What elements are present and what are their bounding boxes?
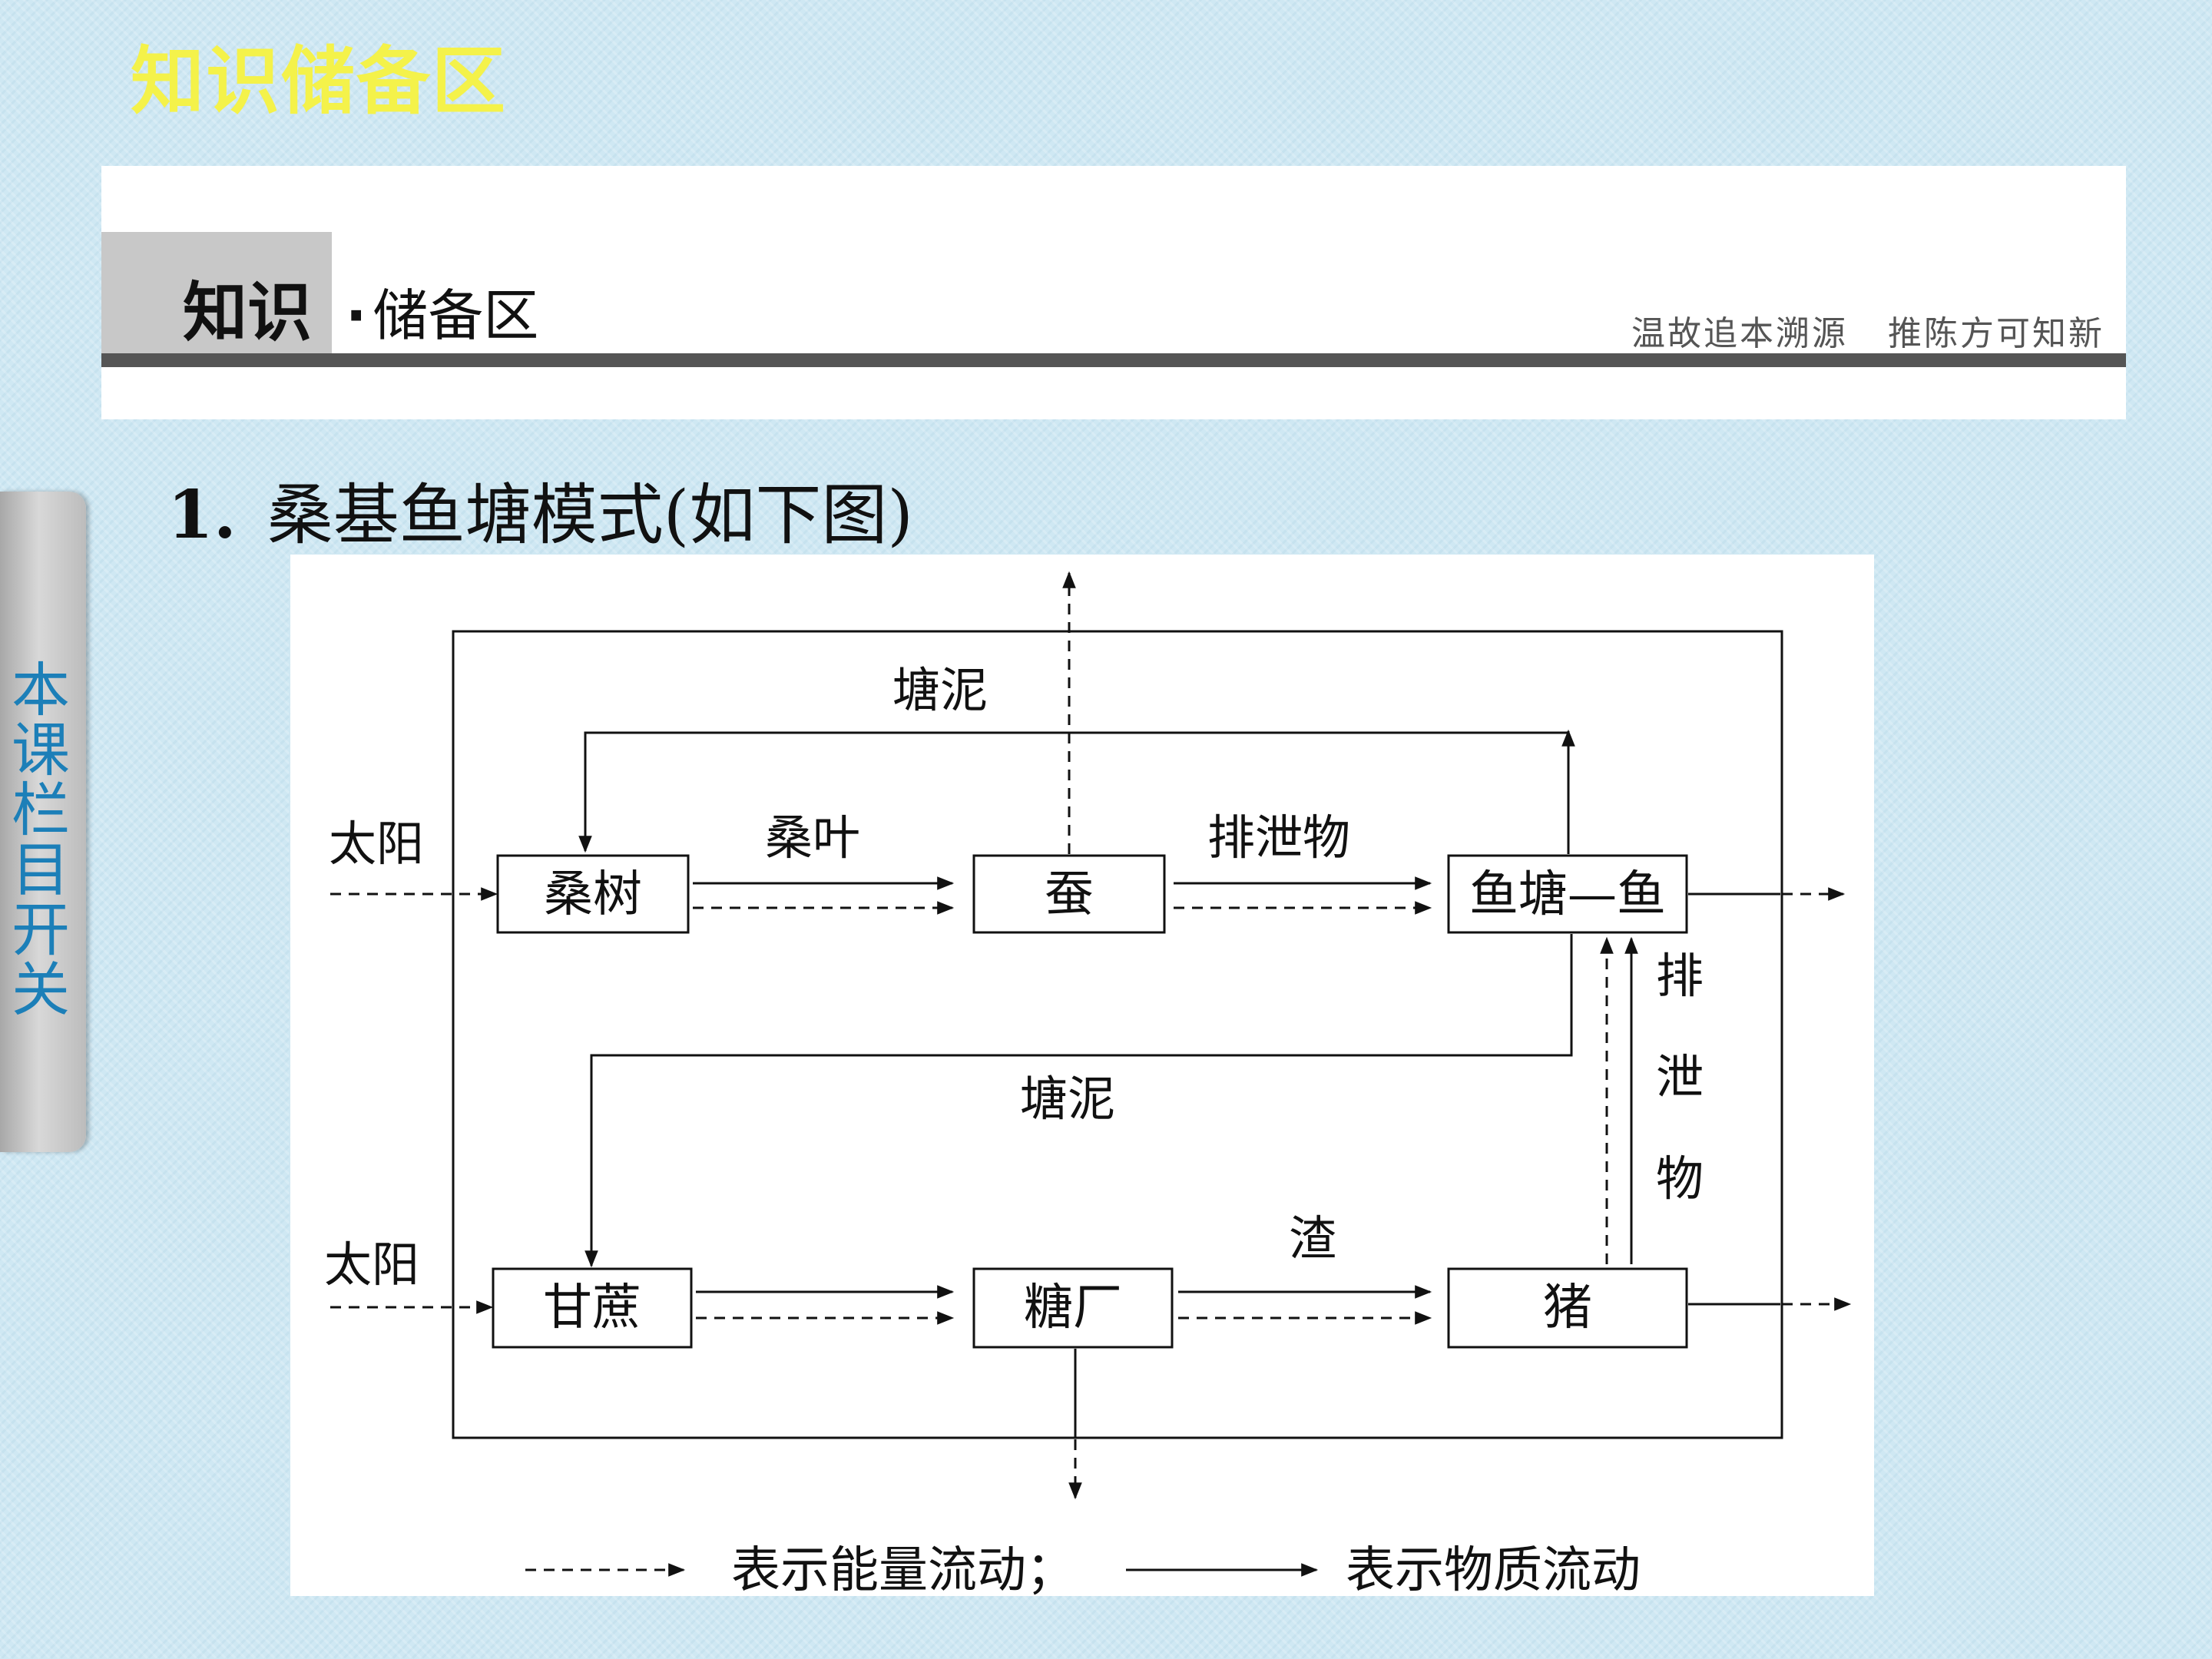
motto-left: 温故追本溯源	[1631, 314, 1848, 353]
node-fishpond: 鱼塘—鱼	[1469, 866, 1666, 923]
label-excrement-v1: 排	[1656, 948, 1704, 1004]
label-excrement-v3: 物	[1656, 1151, 1704, 1207]
node-pig: 猪	[1543, 1280, 1592, 1336]
slide-title: 知识储备区	[131, 38, 507, 124]
motto-right: 推陈方可知新	[1888, 314, 2104, 353]
label-pondmud-mid: 塘泥	[1020, 1071, 1115, 1127]
section-heading-text: 桑基鱼塘模式(如下图)	[267, 477, 913, 554]
section-heading: 1. 桑基鱼塘模式(如下图)	[167, 461, 913, 557]
header-tab	[101, 232, 332, 353]
header-tab-label: 知识	[183, 274, 313, 350]
legend-energy-label: 表示能量流动；	[731, 1542, 1075, 1596]
label-sun-top: 太阳	[329, 816, 424, 872]
legend-material-label: 表示物质流动	[1346, 1542, 1641, 1596]
node-sugar-mill-box	[972, 1267, 1174, 1349]
header-subtitle: ·储备区	[346, 270, 538, 351]
label-residue: 渣	[1289, 1210, 1336, 1267]
node-sugarcane-box	[492, 1267, 693, 1349]
label-excrement-top: 排泄物	[1207, 810, 1350, 866]
node-fishpond-box	[1447, 854, 1688, 934]
node-silkworm-box	[972, 854, 1166, 934]
arrow-pondmud-to-sugarcane	[584, 934, 1573, 1268]
label-pondmud-top: 塘泥	[892, 662, 988, 718]
label-excrement-v2: 泄	[1656, 1049, 1704, 1105]
node-silkworm: 蚕	[1045, 866, 1094, 923]
system-boundary	[452, 630, 1783, 1439]
node-mulberry: 桑树	[544, 866, 642, 923]
bullet-dot-icon: ·	[346, 283, 367, 348]
section-number: 1.	[167, 476, 237, 554]
course-section-toggle-label[interactable]: 本课栏目开关	[12, 656, 70, 1024]
label-mulberry-leaf: 桑叶	[765, 810, 860, 866]
node-sugarcane: 甘蔗	[543, 1280, 641, 1336]
node-sugar-mill: 糖厂	[1024, 1280, 1122, 1336]
course-section-toggle[interactable]	[0, 492, 86, 1152]
label-sun-bottom: 太阳	[324, 1237, 419, 1293]
mulberry-fishpond-diagram: 桑树 蚕 鱼塘—鱼 甘蔗 糖厂 猪 太阳 太阳 桑叶 排泄物 塘泥 塘泥 渣 排…	[324, 571, 1852, 1596]
header-motto: 温故追本溯源 推陈方可知新	[1631, 306, 2104, 355]
arrow-pondmud-to-mulberry	[578, 731, 1570, 854]
diagram-panel: 桑树 蚕 鱼塘—鱼 甘蔗 糖厂 猪 太阳 太阳 桑叶 排泄物 塘泥 塘泥 渣 排…	[290, 555, 1874, 1596]
header-divider	[101, 353, 2126, 367]
header-subtitle-text: 储备区	[373, 283, 539, 348]
node-pig-box	[1447, 1267, 1688, 1349]
header-band	[101, 166, 2126, 419]
